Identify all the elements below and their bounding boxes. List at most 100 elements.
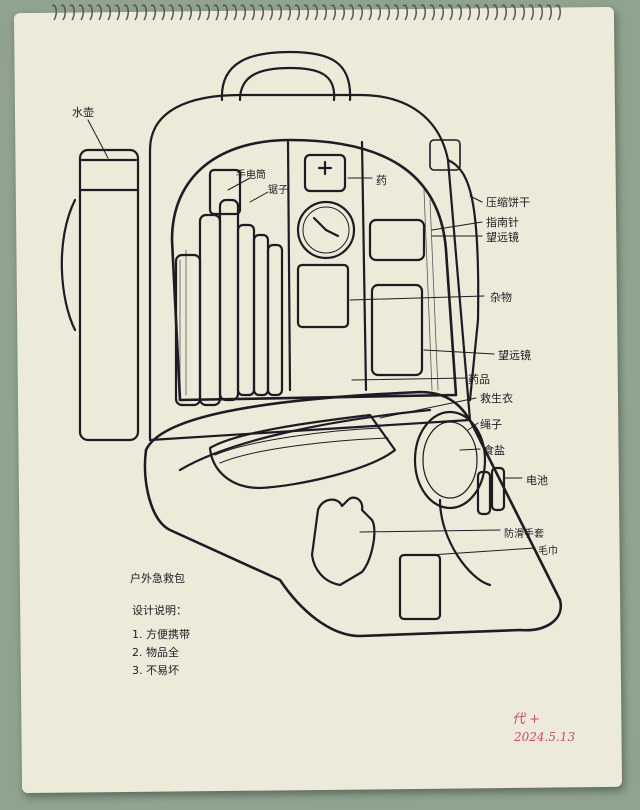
spiral-ring	[285, 4, 291, 21]
shoulder-strap	[446, 158, 480, 402]
label-telescope-bottom: 望远镜	[498, 349, 531, 362]
rope-coil	[413, 410, 487, 510]
spiral-ring	[375, 4, 381, 21]
spiral-ring	[168, 4, 174, 21]
spiral-ring	[249, 4, 255, 21]
label-misc: 杂物	[490, 291, 512, 304]
spiral-ring	[186, 4, 192, 21]
towel-pouch	[398, 553, 442, 621]
spiral-ring	[240, 4, 246, 21]
spiral-ring	[87, 4, 93, 21]
spiral-ring	[69, 4, 75, 21]
spiral-ring	[519, 4, 525, 21]
label-compass: 指南针	[486, 216, 519, 229]
spiral-ring	[60, 4, 66, 21]
glove	[310, 496, 376, 587]
spiral-ring	[258, 4, 264, 21]
spiral-ring	[456, 4, 462, 21]
spiral-ring	[114, 4, 120, 21]
label-salt: 食盐	[483, 444, 505, 457]
notes-item-1: 1. 方便携带	[132, 628, 190, 641]
spiral-ring	[429, 4, 435, 21]
spiral-ring	[348, 4, 354, 21]
spiral-ring	[132, 4, 138, 21]
spiral-ring	[465, 4, 471, 21]
spiral-ring	[438, 4, 444, 21]
spiral-ring	[357, 4, 363, 21]
spiral-ring	[384, 4, 390, 21]
spiral-ring	[141, 4, 147, 21]
spiral-ring	[420, 4, 426, 21]
tools-bundle	[174, 168, 284, 407]
spiral-ring	[213, 4, 219, 21]
spiral-ring	[393, 4, 399, 21]
notes-item-2: 2. 物品全	[132, 646, 179, 659]
label-medicine-top: 药	[376, 174, 387, 187]
telescope	[368, 218, 426, 262]
backpack-body	[148, 93, 472, 442]
spiral-ring	[51, 4, 57, 21]
spiral-ring	[195, 4, 201, 21]
label-telescope-top: 望远镜	[486, 231, 519, 244]
spiral-ring	[537, 4, 543, 21]
spiral-ring	[492, 4, 498, 21]
spiral-ring	[510, 4, 516, 21]
label-flashlight: 手电筒	[236, 170, 266, 181]
label-water-bottle: 水壶	[72, 106, 94, 119]
medicine-bottle	[303, 153, 347, 193]
spiral-ring	[105, 4, 111, 21]
spiral-binding	[51, 4, 561, 21]
compass-dial	[296, 200, 356, 260]
spiral-ring	[339, 4, 345, 21]
spiral-ring	[303, 4, 309, 21]
label-gloves: 防滑手套	[504, 529, 544, 540]
spiral-ring	[150, 4, 156, 21]
spiral-ring	[402, 4, 408, 21]
signature-date: 2024.5.13	[514, 730, 576, 744]
spiral-ring	[78, 4, 84, 21]
spiral-ring	[366, 4, 372, 21]
leader-lines	[87, 119, 536, 556]
spiral-ring	[555, 4, 561, 21]
spiral-ring	[483, 4, 489, 21]
top-handle	[220, 50, 352, 102]
spiral-ring	[330, 4, 336, 21]
spiral-ring	[267, 4, 273, 21]
notes-title: 户外急救包	[130, 572, 185, 585]
label-saw: 锯子	[268, 185, 288, 196]
spiral-ring	[294, 4, 300, 21]
spiral-ring	[546, 4, 552, 21]
spiral-ring	[276, 4, 282, 21]
spiral-ring	[528, 4, 534, 21]
label-medicine: 药品	[468, 373, 490, 386]
spiral-ring	[501, 4, 507, 21]
spiral-ring	[204, 4, 210, 21]
spiral-ring	[123, 4, 129, 21]
notes-heading: 设计说明：	[132, 604, 187, 617]
spiral-ring	[159, 4, 165, 21]
signature-name: 代 +	[512, 712, 541, 727]
label-compressed-biscuit: 压缩饼干	[486, 196, 530, 209]
battery-1	[476, 470, 492, 516]
spiral-ring	[96, 4, 102, 21]
misc-box	[296, 263, 350, 329]
notes-item-3: 3. 不易坏	[132, 664, 179, 677]
spiral-ring	[321, 4, 327, 21]
spiral-ring	[474, 4, 480, 21]
spiral-ring	[177, 4, 183, 21]
water-bottle	[78, 148, 140, 442]
spiral-ring	[312, 4, 318, 21]
backpack-interior	[170, 138, 458, 402]
label-rope: 绳子	[480, 418, 502, 431]
spiral-ring	[447, 4, 453, 21]
label-life-jacket: 救生衣	[480, 392, 513, 405]
label-towel: 毛巾	[538, 546, 558, 557]
label-battery: 电池	[526, 474, 548, 487]
life-jacket	[208, 413, 397, 490]
battery-2	[490, 466, 506, 512]
spiral-ring	[411, 4, 417, 21]
backpack-lid	[143, 390, 563, 638]
spiral-ring	[231, 4, 237, 21]
